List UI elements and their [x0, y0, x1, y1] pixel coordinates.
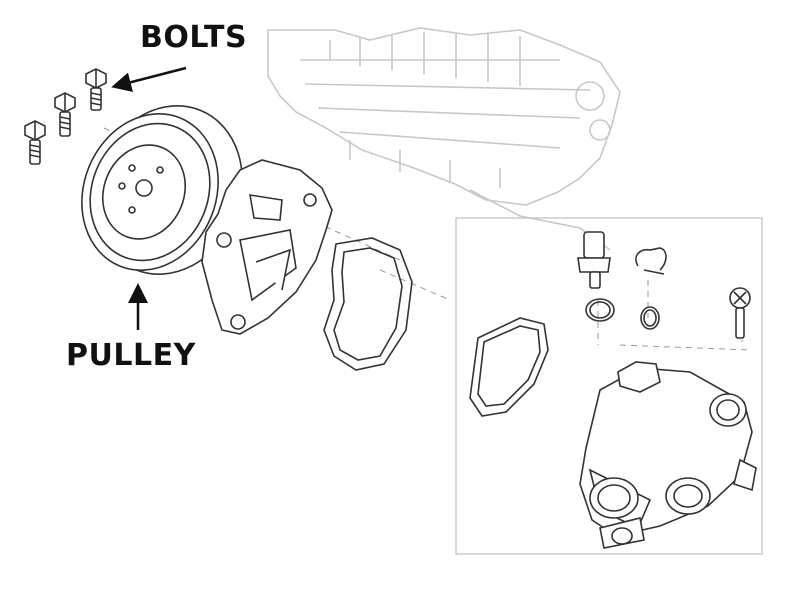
bolt-1 — [85, 68, 107, 111]
thermostat-inset-frame — [455, 217, 763, 555]
bleed-screw — [729, 287, 751, 339]
temperature-sensor — [577, 231, 611, 289]
retaining-clip — [635, 247, 667, 275]
bolt-2 — [54, 92, 76, 137]
o-ring-small — [640, 306, 660, 330]
o-ring-large — [585, 298, 615, 322]
thermostat-housing — [579, 361, 757, 549]
water-pump — [201, 159, 333, 335]
pump-gasket — [323, 237, 413, 371]
bolts-label: BOLTS — [140, 20, 248, 55]
bolts-arrow-icon — [111, 66, 187, 92]
bolt-3 — [24, 120, 46, 165]
pulley-label: PULLEY — [66, 338, 196, 373]
cylinder-head — [267, 27, 621, 251]
housing-gasket — [469, 317, 549, 417]
